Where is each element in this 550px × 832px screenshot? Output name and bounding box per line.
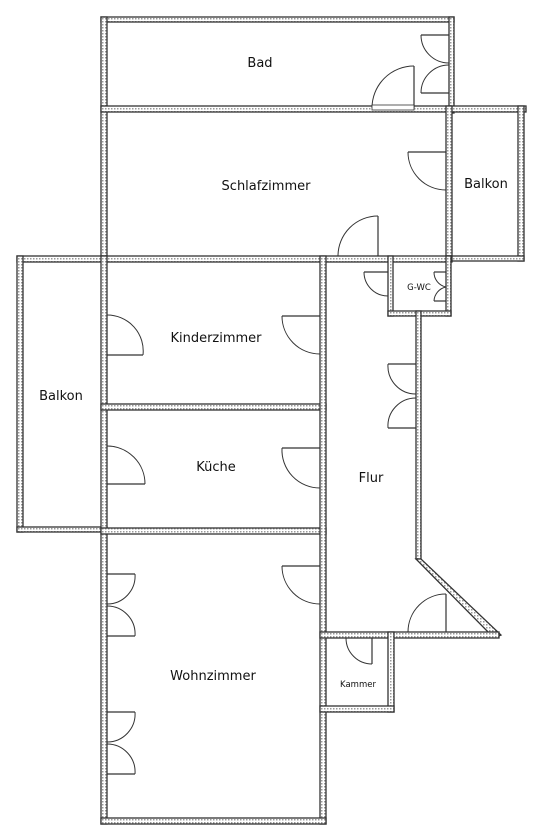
door-bad	[371, 65, 415, 111]
label-bad: Bad	[247, 56, 272, 71]
door-bad-right-double	[420, 34, 450, 94]
wall-kueche-wohnzimmer	[100, 527, 327, 535]
door-kueche-flur	[281, 447, 321, 489]
wall-balkon-right-side	[517, 105, 525, 262]
label-wohnzimmer: Wohnzimmer	[170, 669, 256, 684]
wall-bad-top	[100, 16, 455, 23]
door-flur-bottom	[407, 593, 447, 633]
wall-rooms-flur	[319, 255, 327, 825]
door-schlafzimmer-flur	[337, 215, 379, 257]
label-kinderzimmer: Kinderzimmer	[170, 331, 262, 346]
wall-left-main	[100, 255, 108, 825]
room-labels: Bad Schlafzimmer Balkon G-WC Kinderzimme…	[39, 56, 508, 690]
label-balkon-right: Balkon	[464, 177, 508, 192]
door-flur-right-double	[387, 363, 417, 429]
wall-balkon-left-bottom	[16, 526, 108, 533]
wall-bad-schlafzimmer	[100, 105, 527, 113]
wall-flur-right	[415, 310, 422, 560]
label-kammer: Kammer	[340, 680, 376, 690]
label-schlafzimmer: Schlafzimmer	[222, 179, 312, 194]
wall-schlafzimmer-right	[445, 105, 453, 262]
door-schlafzimmer-balkon	[407, 151, 447, 191]
door-wohnzimmer-flur	[281, 565, 321, 605]
label-flur: Flur	[359, 471, 384, 486]
door-gwc	[363, 271, 447, 302]
wall-kammer-right	[387, 631, 395, 713]
wall-balkon-right-bottom	[445, 255, 525, 262]
wall-kinderzimmer-kueche	[100, 403, 327, 411]
wall-schlafzimmer-bottom	[16, 255, 453, 263]
label-kueche: Küche	[196, 460, 236, 475]
door-kueche-balkon	[106, 445, 146, 485]
wall-bottom	[100, 817, 327, 825]
wall-flur-bottom	[319, 631, 500, 639]
doors	[106, 34, 450, 775]
door-kinderzimmer-balkon	[106, 314, 144, 356]
wall-bad-left	[100, 16, 108, 262]
label-gwc: G-WC	[407, 283, 431, 293]
label-balkon-left: Balkon	[39, 389, 83, 404]
door-wohnzimmer-left-upper	[106, 573, 136, 637]
door-kinderzimmer-flur	[281, 315, 321, 355]
wall-gwc-right	[445, 255, 452, 317]
door-wohnzimmer-left-lower	[106, 711, 136, 775]
walls	[16, 16, 527, 825]
wall-gwc-left	[387, 255, 394, 317]
wall-flur-diagonal	[414, 558, 503, 639]
wall-balkon-left-side	[16, 255, 24, 533]
wall-bad-right	[448, 16, 455, 114]
wall-kammer-bottom	[319, 705, 395, 713]
door-kammer	[345, 637, 373, 665]
